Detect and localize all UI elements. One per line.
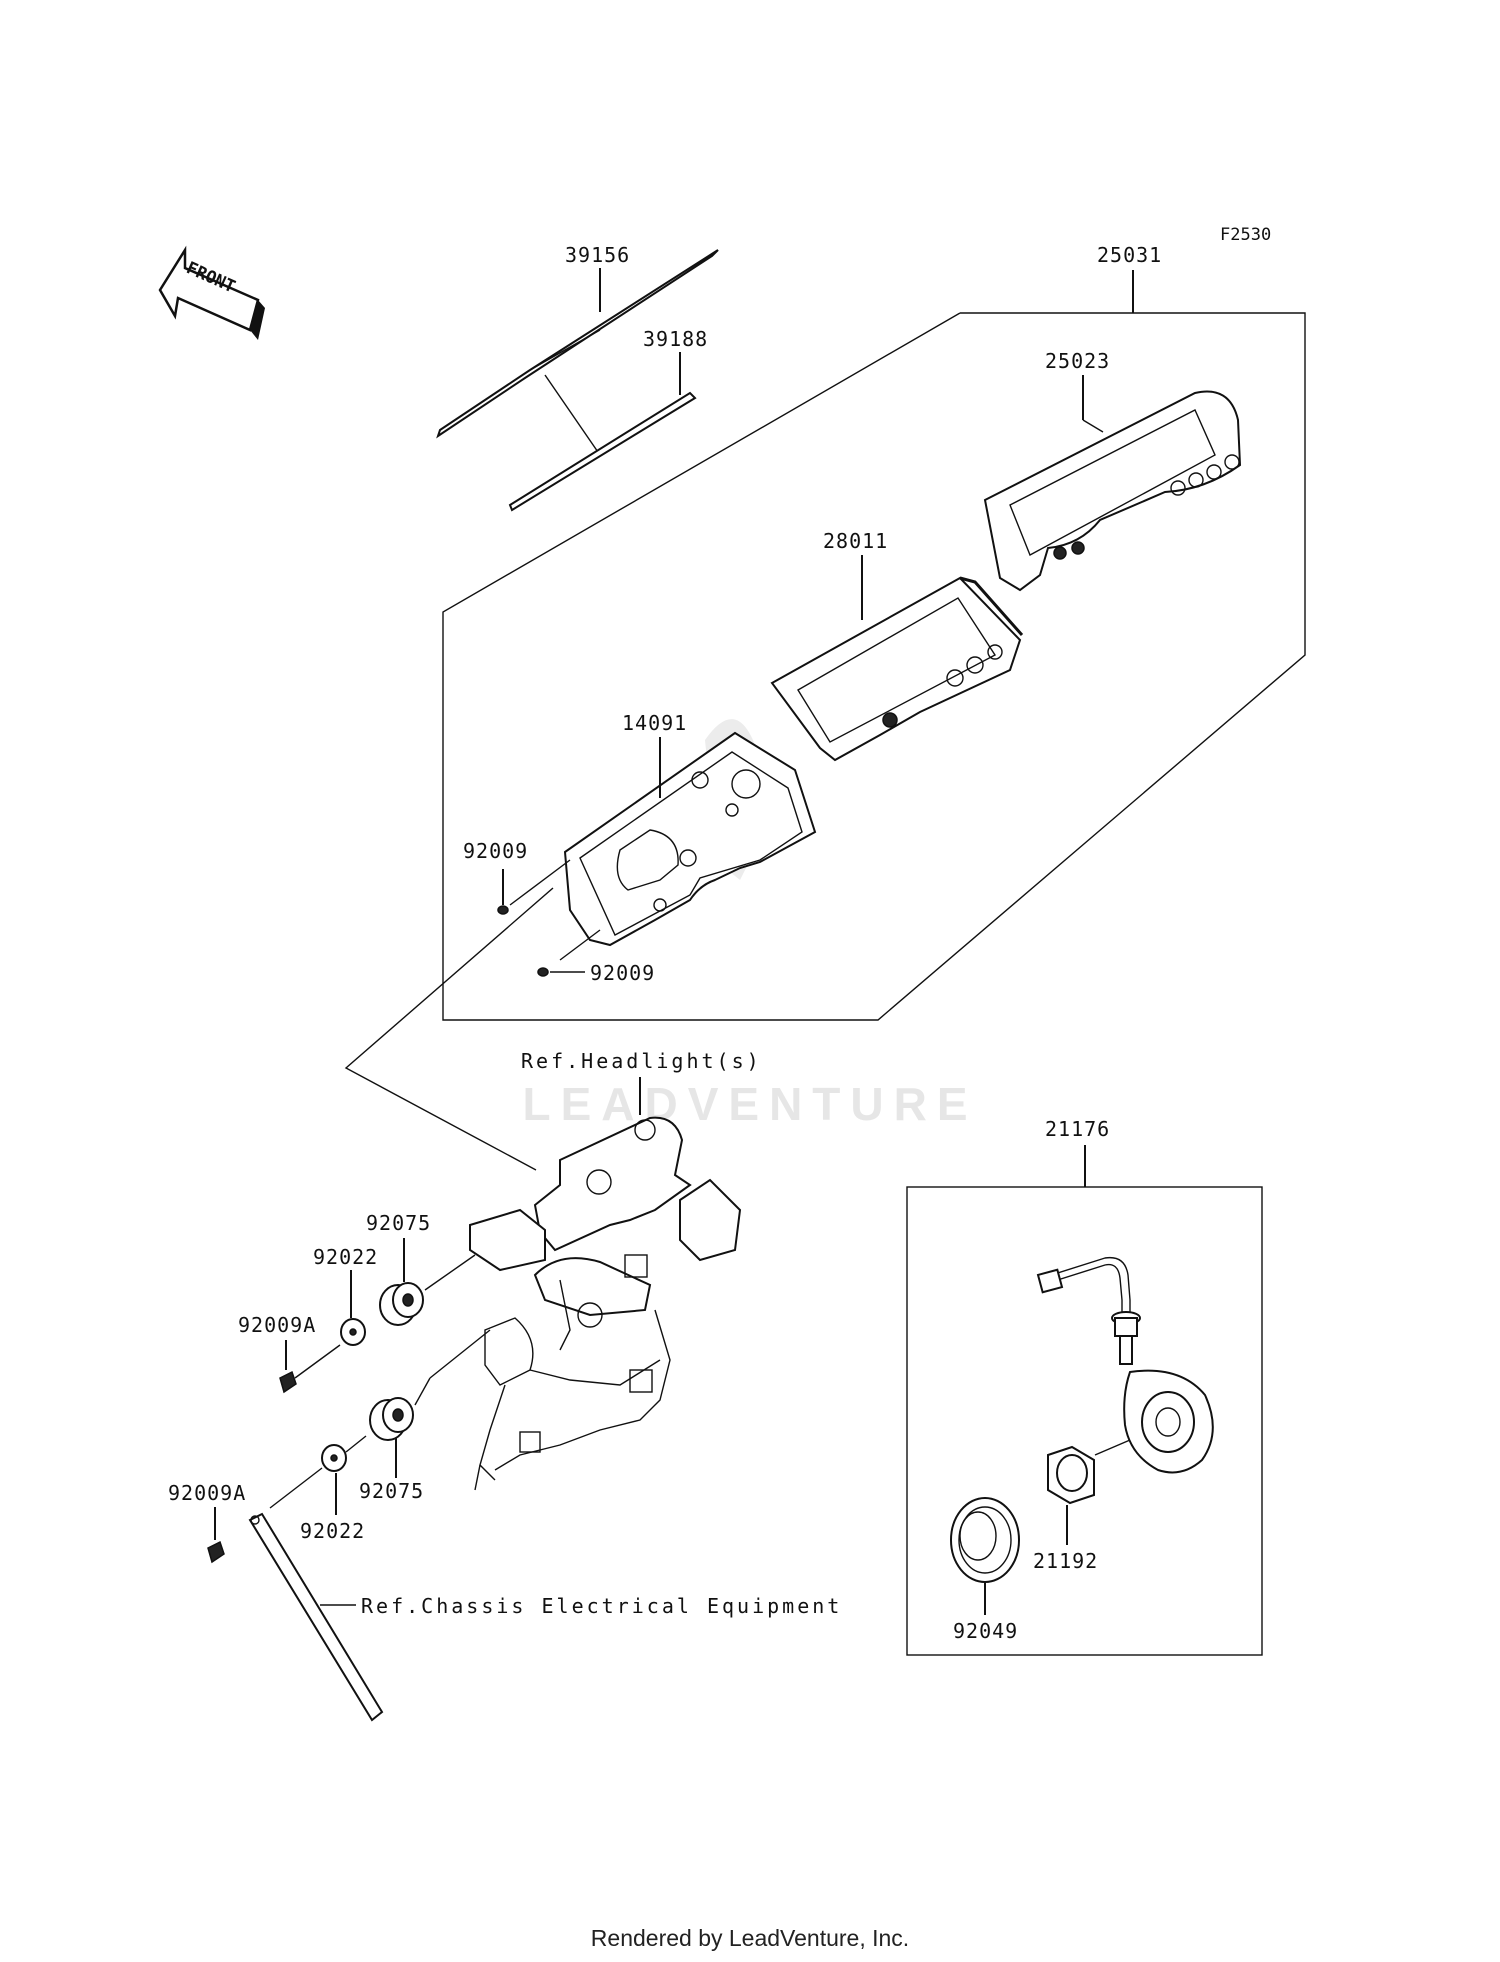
label-92009-b: 92009 bbox=[590, 961, 655, 985]
label-21192: 21192 bbox=[1033, 1549, 1098, 1573]
meter-bracket bbox=[469, 1116, 742, 1491]
part-92049 bbox=[950, 1497, 1020, 1583]
ref-chassis: Ref.Chassis Electrical Equipment bbox=[361, 1594, 842, 1618]
label-92075-a: 92075 bbox=[366, 1211, 431, 1235]
label-39188: 39188 bbox=[643, 327, 708, 351]
label-92022-b: 92022 bbox=[300, 1519, 365, 1543]
label-39156: 39156 bbox=[565, 243, 630, 267]
washer-92022-b bbox=[269, 1435, 367, 1509]
part-39156 bbox=[436, 249, 719, 439]
label-28011: 28011 bbox=[823, 529, 888, 553]
screw-92009A-b bbox=[207, 1540, 225, 1564]
figure-code: F2530 bbox=[1220, 225, 1271, 245]
label-25023: 25023 bbox=[1045, 349, 1110, 373]
label-92075-b: 92075 bbox=[359, 1479, 424, 1503]
screw-92009-b bbox=[537, 929, 601, 977]
ref-headlight: Ref.Headlight(s) bbox=[521, 1049, 762, 1073]
label-14091: 14091 bbox=[622, 711, 687, 735]
part-21176-sensor bbox=[1036, 1256, 1214, 1474]
grommet-92075-a bbox=[379, 1254, 476, 1326]
label-25031: 25031 bbox=[1097, 243, 1162, 267]
label-92049: 92049 bbox=[953, 1619, 1018, 1643]
grommet-92075-b bbox=[369, 1329, 491, 1441]
part-21192 bbox=[1047, 1445, 1095, 1505]
assembly-box-25031 bbox=[442, 312, 1306, 1021]
screw-92009-a bbox=[497, 859, 571, 915]
mounting-strap bbox=[248, 1512, 384, 1722]
front-arrow-icon: FRONT bbox=[158, 245, 265, 340]
part-28011 bbox=[770, 576, 1024, 762]
watermark-text: LEADVENTURE bbox=[522, 1078, 977, 1130]
label-92009A-a: 92009A bbox=[238, 1313, 316, 1337]
label-92022-a: 92022 bbox=[313, 1245, 378, 1269]
label-21176: 21176 bbox=[1045, 1117, 1110, 1141]
part-25023 bbox=[983, 390, 1242, 592]
part-14091 bbox=[563, 731, 817, 947]
washer-92022-a bbox=[294, 1318, 366, 1379]
label-92009A-b: 92009A bbox=[168, 1481, 246, 1505]
part-39188 bbox=[508, 391, 697, 512]
screw-92009A-a bbox=[279, 1370, 297, 1394]
footer-credit: Rendered by LeadVenture, Inc. bbox=[591, 1925, 909, 1951]
label-92009-a: 92009 bbox=[463, 839, 528, 863]
